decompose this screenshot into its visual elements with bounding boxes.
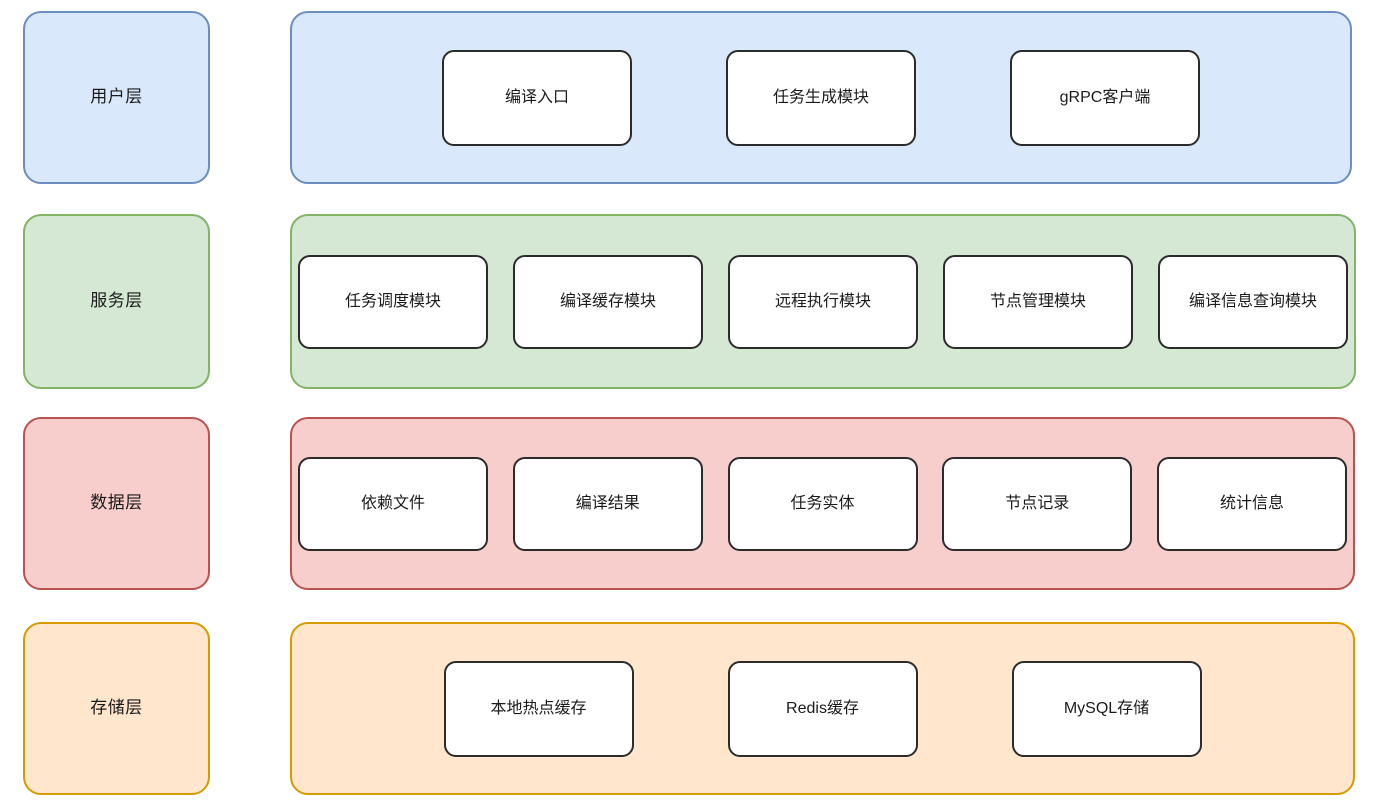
- layer-label-text: 存储层: [90, 698, 143, 718]
- layer-panel-data: 依赖文件 编译结果 任务实体 节点记录 统计信息: [290, 417, 1355, 590]
- node-storage-1[interactable]: Redis缓存: [727, 660, 918, 757]
- node-label: 编译结果: [575, 494, 640, 512]
- layer-label-text: 服务层: [90, 291, 143, 311]
- node-label: 节点记录: [1005, 494, 1070, 512]
- layer-label-text: 用户层: [90, 87, 143, 107]
- node-storage-0[interactable]: 本地热点缓存: [443, 660, 634, 757]
- node-user-0[interactable]: 编译入口: [442, 49, 632, 146]
- layer-panel-storage: 本地热点缓存 Redis缓存 MySQL存储: [290, 622, 1355, 795]
- layer-panel-service: 任务调度模块 编译缓存模块 远程执行模块 节点管理模块 编译信息查询模块: [290, 214, 1356, 389]
- node-label: Redis缓存: [786, 699, 859, 717]
- layer-label-service[interactable]: 服务层: [23, 214, 210, 389]
- layer-label-storage[interactable]: 存储层: [23, 622, 210, 795]
- node-label: 任务实体: [790, 494, 855, 512]
- node-service-2[interactable]: 远程执行模块: [728, 254, 918, 349]
- node-label: 任务生成模块: [772, 88, 869, 106]
- node-label: 统计信息: [1219, 494, 1284, 512]
- node-service-3[interactable]: 节点管理模块: [943, 254, 1133, 349]
- layer-label-data[interactable]: 数据层: [23, 417, 210, 590]
- layer-label-user[interactable]: 用户层: [23, 11, 210, 184]
- node-data-1[interactable]: 编译结果: [512, 456, 703, 551]
- node-label: 节点管理模块: [989, 292, 1086, 310]
- node-label: 编译入口: [504, 88, 569, 106]
- layer-label-text: 数据层: [90, 493, 143, 513]
- layer-panel-user: 编译入口 任务生成模块 gRPC客户端: [290, 11, 1352, 184]
- layer-row-storage: 存储层 本地热点缓存 Redis缓存 MySQL存储: [0, 622, 1379, 795]
- node-label: 任务调度模块: [344, 292, 441, 310]
- layer-row-data: 数据层 依赖文件 编译结果 任务实体 节点记录 统计信息: [0, 417, 1379, 590]
- node-label: 本地热点缓存: [490, 699, 587, 717]
- node-label: 远程执行模块: [774, 292, 871, 310]
- node-data-2[interactable]: 任务实体: [727, 456, 918, 551]
- node-storage-2[interactable]: MySQL存储: [1011, 660, 1202, 757]
- layer-row-user: 用户层 编译入口 任务生成模块 gRPC客户端: [0, 11, 1379, 184]
- node-service-4[interactable]: 编译信息查询模块: [1158, 254, 1348, 349]
- node-data-3[interactable]: 节点记录: [942, 456, 1133, 551]
- node-label: MySQL存储: [1063, 699, 1150, 717]
- node-label: 编译信息查询模块: [1188, 292, 1317, 310]
- node-user-1[interactable]: 任务生成模块: [726, 49, 916, 146]
- layer-row-service: 服务层 任务调度模块 编译缓存模块 远程执行模块 节点管理模块 编译信息查询模块: [0, 214, 1379, 389]
- node-label: 编译缓存模块: [559, 292, 656, 310]
- node-service-0[interactable]: 任务调度模块: [298, 254, 488, 349]
- node-data-0[interactable]: 依赖文件: [298, 456, 488, 551]
- node-user-2[interactable]: gRPC客户端: [1010, 49, 1200, 146]
- node-label: 依赖文件: [360, 494, 425, 512]
- node-service-1[interactable]: 编译缓存模块: [513, 254, 703, 349]
- node-label: gRPC客户端: [1059, 88, 1151, 106]
- node-data-4[interactable]: 统计信息: [1157, 456, 1347, 551]
